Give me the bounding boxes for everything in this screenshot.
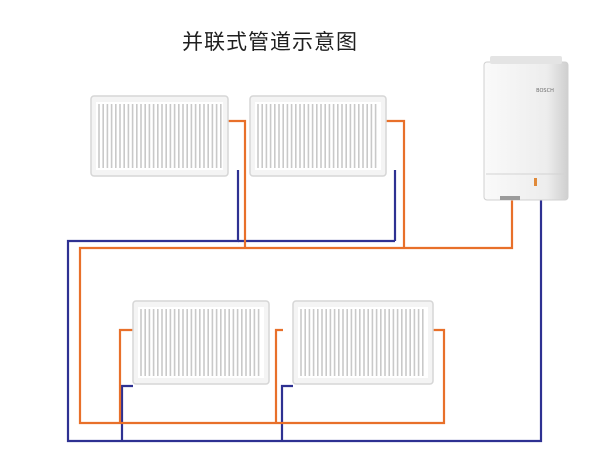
radiator-lower-right xyxy=(292,300,434,385)
radiator-upper-right xyxy=(249,95,387,177)
supply-pipe-lower-right xyxy=(274,328,283,423)
supply-pipe-upper-left xyxy=(228,119,247,248)
supply-pipes xyxy=(78,119,514,425)
boiler-brand-label: BOSCH xyxy=(536,88,554,94)
supply-pipe-lower-left xyxy=(118,328,133,423)
return-pipe-lower-left xyxy=(120,384,133,441)
diagram-title: 并联式管道示意图 xyxy=(182,30,358,54)
wall-boiler: BOSCH xyxy=(483,56,569,201)
radiators xyxy=(90,95,434,385)
supply-pipe-main xyxy=(78,196,514,425)
return-pipe-main xyxy=(66,170,543,443)
radiator-lower-left xyxy=(132,300,270,385)
return-pipe-lower-right xyxy=(280,384,293,441)
radiator-upper-left xyxy=(90,95,229,177)
supply-pipe-upper-right xyxy=(386,119,406,248)
